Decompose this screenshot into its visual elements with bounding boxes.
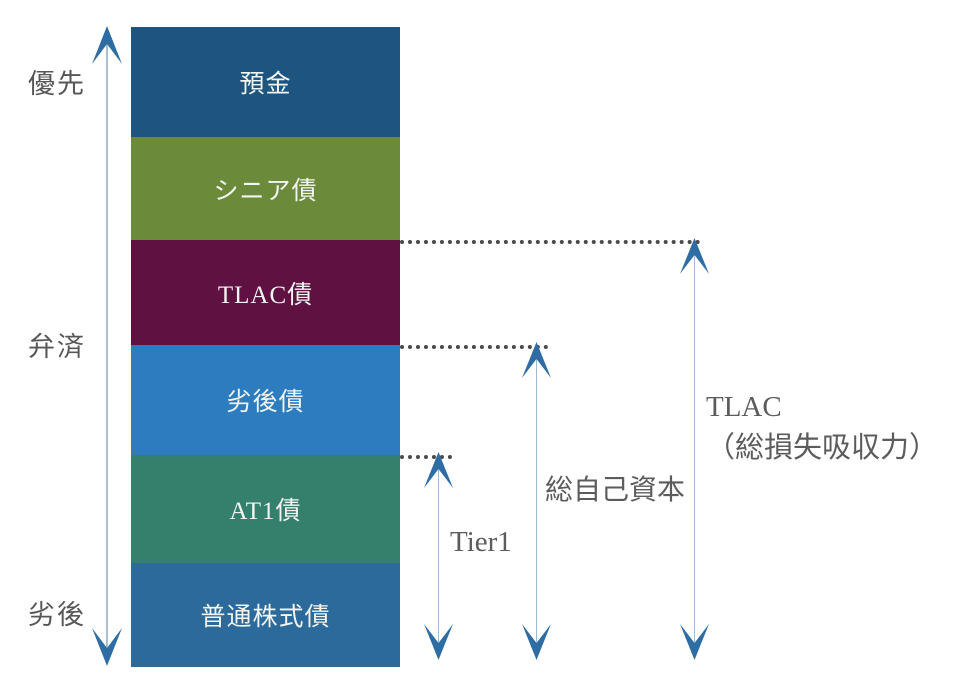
leader-line-tier1: [400, 455, 452, 459]
priority-axis-up-arrowhead: [92, 26, 122, 64]
stack-segment-subordinated-debt[interactable]: 劣後債: [131, 345, 400, 455]
measure-total-capital-up-arrowhead: [522, 342, 551, 378]
stack-segment-at1-debt[interactable]: AT1債: [131, 455, 400, 563]
capital-stack: 預金 シニア債 TLAC債 劣後債 AT1債 普通株式債: [131, 27, 400, 667]
axis-label-middle: 弁済: [28, 332, 86, 362]
measure-tier1-shaft: [438, 462, 439, 652]
measure-total-capital-label: 総自己資本: [545, 475, 686, 506]
stack-segment-label: 普通株式債: [200, 604, 331, 631]
axis-label-bottom: 劣後: [28, 600, 86, 630]
measure-tier1-up-arrowhead: [424, 452, 453, 488]
measure-total-capital-shaft: [536, 352, 537, 652]
leader-line-total-capital: [400, 345, 548, 349]
stack-segment-senior-debt[interactable]: シニア債: [131, 137, 400, 240]
stack-segment-label: 劣後債: [226, 389, 305, 416]
axis-label-top: 優先: [28, 69, 86, 99]
priority-axis-down-arrowhead: [92, 628, 122, 666]
stack-segment-deposits[interactable]: 預金: [131, 27, 400, 137]
measure-total-capital-down-arrowhead: [522, 624, 551, 660]
priority-axis-shaft: [106, 34, 108, 658]
measure-tlac-shaft: [694, 248, 695, 652]
measure-tlac-up-arrowhead: [680, 238, 709, 274]
stack-segment-label: シニア債: [213, 177, 318, 205]
stack-segment-label: AT1債: [229, 498, 302, 525]
stack-segment-tlac-debt[interactable]: TLAC債: [131, 240, 400, 345]
stack-segment-label: TLAC債: [217, 281, 314, 309]
measure-tlac-sublabel: （総損失吸収力）: [706, 432, 939, 464]
measure-tier1-label: Tier1: [450, 526, 512, 558]
measure-tier1-down-arrowhead: [424, 624, 453, 660]
measure-tlac-down-arrowhead: [680, 624, 709, 660]
measure-tlac-label: TLAC: [706, 391, 782, 423]
stack-segment-label: 預金: [239, 71, 292, 98]
stack-segment-common-equity[interactable]: 普通株式債: [131, 563, 400, 667]
leader-line-tlac: [400, 240, 700, 244]
